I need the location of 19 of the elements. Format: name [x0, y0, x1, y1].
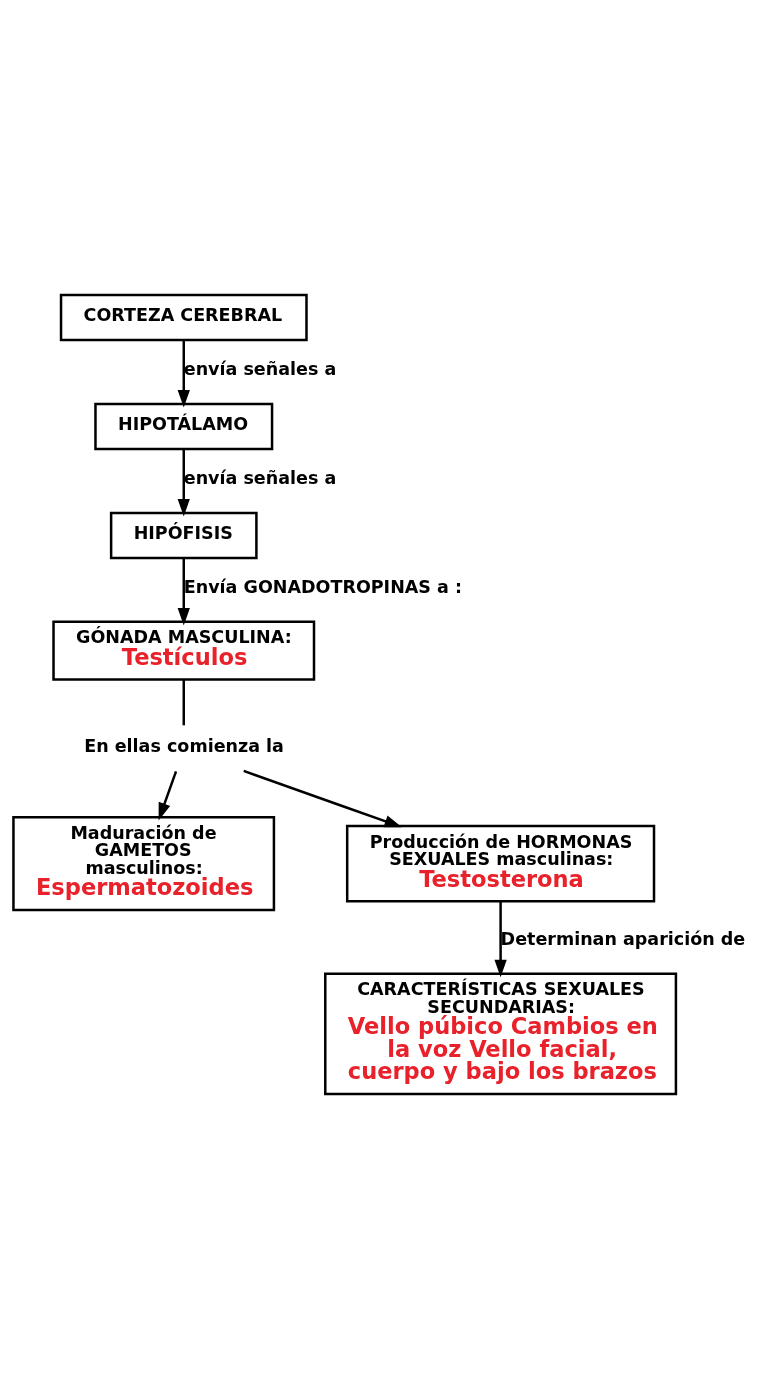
arrow [177, 449, 190, 517]
node-box: GÓNADA MASCULINA: Testículos [52, 620, 316, 681]
node-box: HIPOTÁLAMO [94, 402, 274, 451]
node-box: HIPÓFISIS [109, 511, 258, 560]
node-text: En ellas comienza la [84, 735, 284, 756]
connector [182, 679, 185, 726]
edge-label: Envía GONADOTROPINAS a : [183, 577, 462, 598]
node-box: CORTEZA CEREBRAL [59, 293, 308, 342]
node-box: CARACTERÍSTICAS SEXUALES SECUNDARIAS: Vello púbico Cambios en la voz Vello facial, cuerpo y bajo los brazos [324, 972, 678, 1096]
edge-label: Determinan aparición de [500, 929, 746, 950]
edge-label: envía señales a [183, 468, 337, 489]
edge-label: envía señales a [183, 359, 337, 380]
arrow [177, 558, 190, 626]
node-box: Maduración de GAMETOS masculinos: Espermatozoides [12, 816, 276, 912]
arrow [177, 340, 190, 408]
node-box: Producción de HORMONAS SEXUALES masculinas: Testosterona [345, 824, 656, 903]
arrow [158, 770, 178, 821]
arrow [243, 769, 403, 828]
arrow [494, 901, 507, 978]
